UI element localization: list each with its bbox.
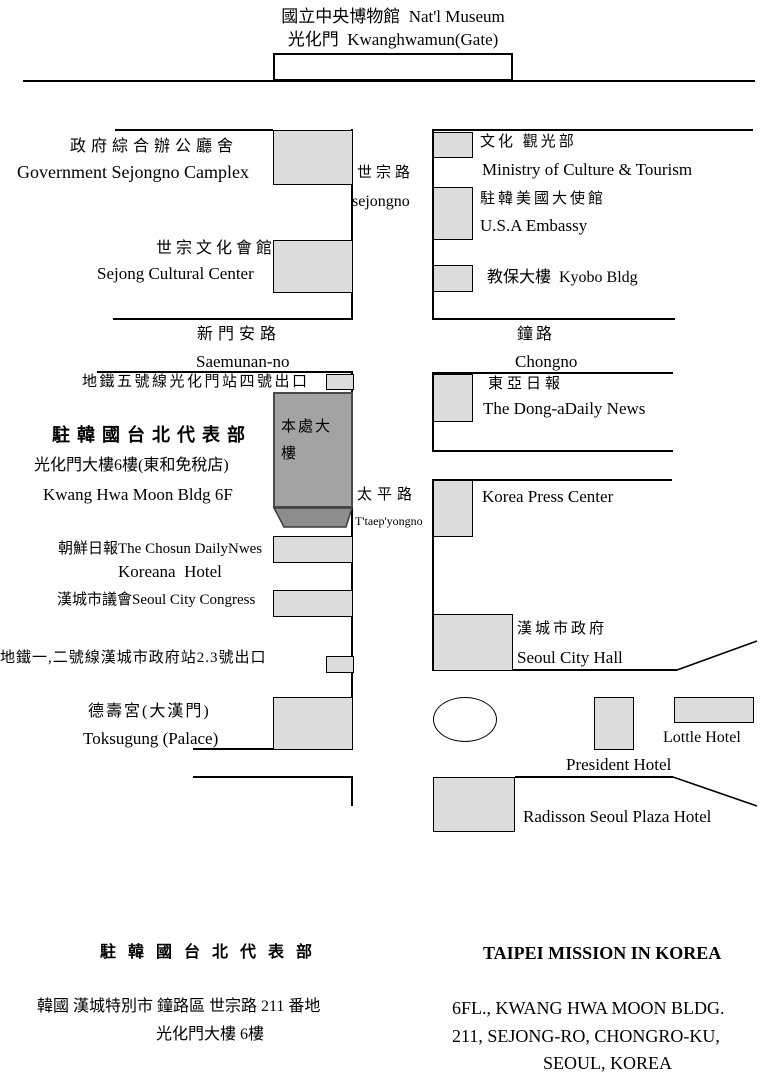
president-hotel-building: [594, 697, 634, 750]
press-block-left-edge: [432, 479, 434, 671]
footer-address-en-line1: 6FL., KWANG HWA MOON BLDG.: [452, 998, 725, 1018]
toksugung-building: [273, 697, 353, 750]
sejong-cultural-building: [273, 240, 353, 293]
kwanghwamun-gate-box: [273, 53, 513, 81]
museum-label: 國立中央博物館 Nat'l Museum: [281, 7, 505, 26]
subway-exit4-marker: [326, 374, 354, 390]
office-building-label: 本處大樓: [281, 419, 333, 462]
ministry-block-bottom-line: [432, 318, 675, 320]
road-line-top: [23, 80, 755, 82]
ministry-block-top-line: [432, 129, 753, 131]
city-hall-building: [433, 614, 513, 671]
taepyongno-street-label-en: T'taep'yongno: [355, 514, 423, 528]
gov-complex-building: [273, 130, 353, 185]
president-hotel-label: President Hotel: [566, 755, 672, 774]
subway-exit23-marker: [326, 656, 354, 673]
usa-embassy-building: [433, 187, 473, 240]
sejongno-west-edge: [351, 129, 353, 320]
footer-mission-title-cjk: 駐 韓 國 台 北 代 表 部: [100, 944, 317, 961]
toksugung-bottom-line: [193, 776, 353, 778]
usa-embassy-label-en: U.S.A Embassy: [480, 216, 588, 235]
radisson-hotel-building: [433, 777, 515, 832]
toksugung-top-line: [193, 748, 273, 750]
saemunanno-street-label-cjk: 新門安路: [197, 326, 282, 343]
mission-bldg-label-cjk: 光化門大樓6樓(東和免稅店): [34, 457, 229, 474]
footer-mission-title-en: TAIPEI MISSION IN KOREA: [483, 943, 722, 963]
ministry-label-cjk: 文化 觀光部: [480, 134, 577, 150]
subway-exit4-label: 地鐵五號線光化門站四號出口: [82, 374, 310, 390]
subway-exit23-label: 地鐵一,二號線漢城市政府站2.3號出口: [0, 650, 267, 666]
donga-building: [433, 374, 473, 422]
toksugung-label-en: Toksugung (Palace): [83, 729, 219, 748]
gov-block-top-line: [115, 129, 273, 131]
gov-block-bottom-line: [113, 318, 353, 320]
saemunanno-street-label-en: Saemunan-no: [196, 352, 290, 371]
hotel-block-line: [515, 776, 673, 778]
lottle-hotel-building: [674, 697, 754, 723]
kyobo-label: 教保大樓 Kyobo Bldg: [487, 269, 638, 286]
ministry-building: [433, 132, 473, 158]
taepyongno-street-label-cjk: 太平路: [357, 487, 418, 503]
city-congress-label: 漢城市議會Seoul City Congress: [57, 592, 256, 608]
gov-complex-label-en: Government Sejongno Camplex: [17, 162, 249, 182]
footer-address-en-line3: SEOUL, KOREA: [543, 1053, 672, 1073]
sejong-cultural-label-en: Sejong Cultural Center: [97, 264, 254, 283]
mission-block-top-line: [97, 371, 353, 373]
city-hall-label-cjk: 漢城市政府: [517, 621, 608, 637]
donga-label-en: The Dong-aDaily News: [483, 399, 646, 418]
city-congress-building: [273, 590, 353, 617]
city-hall-label-en: Seoul City Hall: [517, 648, 623, 667]
ministry-label-en: Ministry of Culture & Tourism: [482, 160, 693, 179]
footer-address-cjk-line1: 韓國 漢城特別市 鐘路區 世宗路 211 番地: [37, 998, 321, 1015]
donga-block-bottom-line: [432, 450, 673, 452]
chosun-building: [273, 536, 353, 563]
mission-bldg-label-en: Kwang Hwa Moon Bldg 6F: [43, 485, 233, 504]
press-block-top-line: [432, 479, 672, 481]
koreana-hotel-label: Koreana Hotel: [118, 562, 222, 581]
chosun-label: 朝鮮日報The Chosun DailyNwes: [58, 541, 263, 557]
chongno-street-label-cjk: 鐘路: [517, 326, 556, 343]
footer-address-cjk-line2: 光化門大樓 6樓: [156, 1026, 265, 1043]
office-building-highlight: [273, 392, 353, 508]
press-center-label: Korea Press Center: [482, 487, 614, 506]
sejongno-street-label-cjk: 世宗路: [357, 165, 415, 181]
bottom-left-road-edge: [351, 776, 353, 806]
chongno-street-label-en: Chongno: [515, 352, 578, 371]
press-block-bottom-line: [432, 669, 677, 671]
sejong-cultural-label-cjk: 世宗文化會館: [156, 240, 277, 257]
press-center-building: [433, 480, 473, 537]
toksugung-label-cjk: 德壽宮(大漢門): [88, 703, 211, 720]
lottle-hotel-label: Lottle Hotel: [663, 729, 741, 746]
plaza-ellipse: [433, 697, 497, 742]
gov-complex-label-cjk: 政府綜合辦公廳舍: [70, 138, 239, 155]
kyobo-building: [433, 265, 473, 292]
press-block-diagonal-road: [676, 640, 758, 671]
donga-block-top-line: [432, 372, 673, 374]
radisson-hotel-label: Radisson Seoul Plaza Hotel: [523, 807, 712, 826]
usa-embassy-label-cjk: 駐韓美國大使館: [480, 191, 607, 207]
mission-map-label-cjk: 駐韓國台北代表部: [52, 425, 252, 445]
office-building-base: [272, 507, 354, 528]
sejongno-street-label-en: sejongno: [352, 193, 410, 210]
footer-address-en-line2: 211, SEJONG-RO, CHONGRO-KU,: [452, 1026, 720, 1046]
hotel-block-diagonal-road: [672, 776, 758, 807]
gate-label: 光化門 Kwanghwamun(Gate): [287, 30, 499, 49]
donga-label-cjk: 東亞日報: [488, 376, 565, 392]
